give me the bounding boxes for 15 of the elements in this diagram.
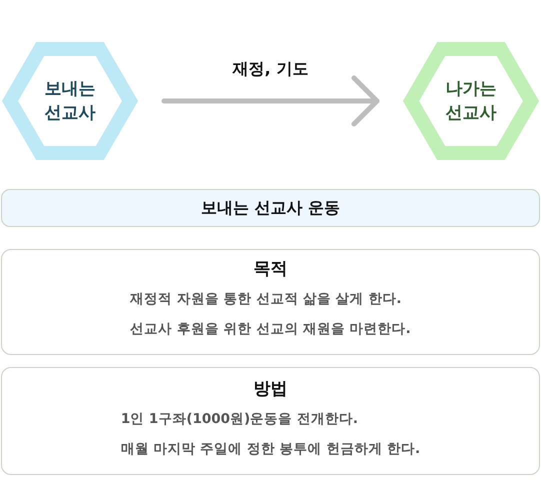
content-card xyxy=(1,249,540,355)
node-label: 나가는 선교사 xyxy=(444,78,498,125)
hexagon-node xyxy=(2,42,138,160)
title-band xyxy=(1,189,540,227)
arrow xyxy=(162,76,380,126)
body-text: 선교사 후원을 위한 선교의 재원을 마련한다. xyxy=(130,320,411,339)
card-heading: 목적 xyxy=(254,258,288,280)
band-title: 보내는 선교사 운동 xyxy=(200,198,340,218)
body-text: 매월 마지막 주일에 정한 봉투에 헌금하게 한다. xyxy=(120,440,420,459)
card-heading: 방법 xyxy=(254,378,288,400)
node-label: 보내는 선교사 xyxy=(44,78,96,125)
body-text: 1인 1구좌(1000원)운동을 전개한다. xyxy=(120,410,360,429)
body-text: 재정적 자원을 통한 선교적 삶을 살게 한다. xyxy=(130,290,402,309)
content-card xyxy=(1,367,540,475)
hexagon-node xyxy=(403,42,539,160)
